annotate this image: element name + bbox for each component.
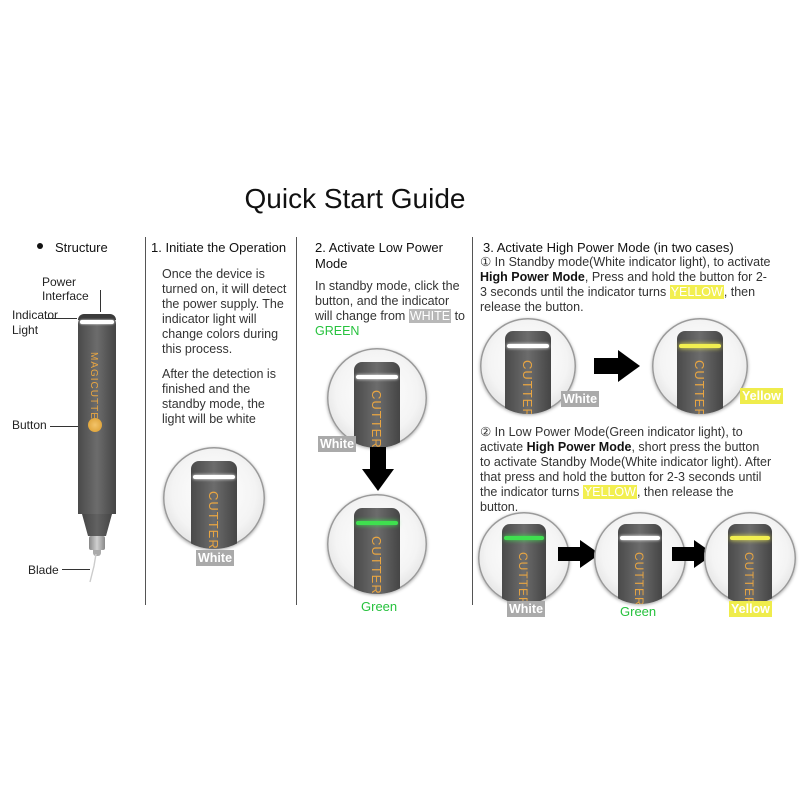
indicator-circle-white: CUTTER xyxy=(480,318,576,414)
section1-paragraph2: After the detection is finished and the … xyxy=(162,367,276,426)
section2-heading: 2. Activate Low Power Mode xyxy=(315,240,443,271)
indicator-light-label: Indicator Light xyxy=(12,308,59,337)
blade-label: Blade xyxy=(28,563,59,577)
indicator-circle-green: CUTTER xyxy=(327,494,427,594)
highlight-yellow: YELLOW xyxy=(669,285,724,299)
section3-heading: 3. Activate High Power Mode (in two case… xyxy=(483,240,734,255)
leader-line xyxy=(100,290,101,312)
label-green: Green xyxy=(361,599,398,614)
column-separator xyxy=(145,237,146,605)
structure-heading: Structure xyxy=(55,240,108,255)
label-white: White xyxy=(318,436,357,452)
section1-heading: 1. Initiate the Operation xyxy=(151,240,287,255)
indicator-circle-green: CUTTER xyxy=(478,512,570,604)
page-title: Quick Start Guide xyxy=(244,183,466,214)
indicator-circle-white: CUTTER xyxy=(327,348,427,448)
label-white: White xyxy=(507,601,546,617)
blade-icon xyxy=(89,554,97,583)
button-label: Button xyxy=(12,418,47,432)
label-yellow: Yellow xyxy=(740,388,783,404)
highlight-green: GREEN xyxy=(315,324,360,338)
highlight-white: WHITE xyxy=(408,309,452,323)
section3-case1-text: ① In Standby mode(White indicator light)… xyxy=(480,255,771,314)
leader-line xyxy=(62,569,90,570)
column-separator xyxy=(472,237,473,605)
label-green: Green xyxy=(620,604,657,619)
brand-logo: MAGICUTTER xyxy=(88,352,99,429)
label-yellow: Yellow xyxy=(729,601,772,617)
indicator-circle-white: CUTTER xyxy=(594,512,686,604)
power-interface-label: Power Interface xyxy=(42,275,89,303)
section2-text: In standby mode, click the button, and t… xyxy=(315,279,466,338)
indicator-circle-white: CUTTER xyxy=(163,447,265,549)
column-separator xyxy=(296,237,297,605)
section1-paragraph1: Once the device is turned on, it will de… xyxy=(162,267,287,356)
indicator-circle-yellow: CUTTER xyxy=(652,318,748,414)
power-button-icon xyxy=(88,418,102,432)
indicator-circle-yellow: CUTTER xyxy=(704,512,796,604)
label-white: White xyxy=(196,550,235,566)
leader-line xyxy=(50,426,90,427)
bullet-icon xyxy=(37,243,43,249)
label-white: White xyxy=(561,391,600,407)
leader-line xyxy=(45,318,77,319)
highlight-yellow: YELLOW xyxy=(582,485,637,499)
section3-case2-text: ② In Low Power Mode(Green indicator ligh… xyxy=(480,425,772,514)
